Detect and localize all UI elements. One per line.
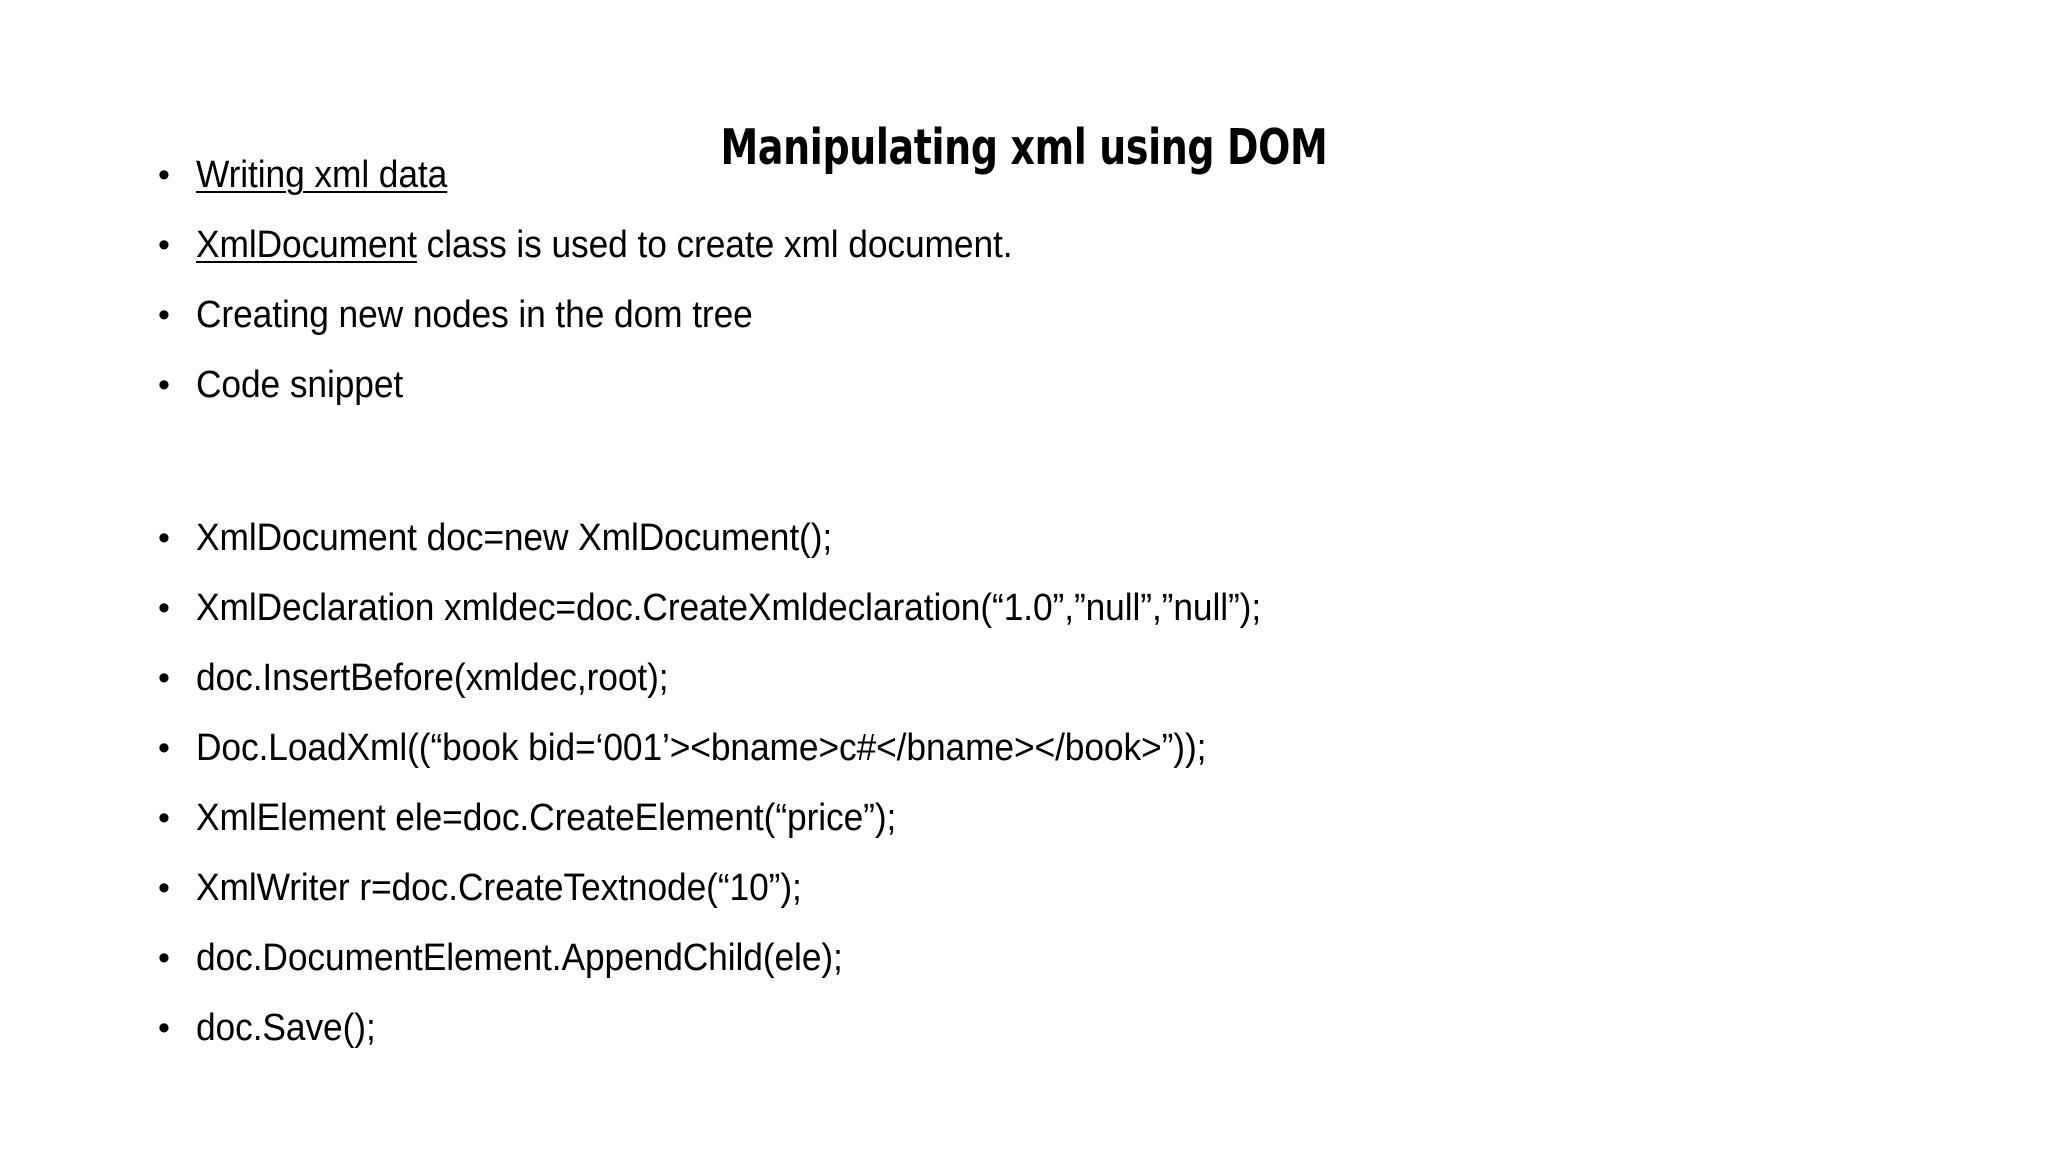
bullet-point-icon: • (158, 659, 170, 697)
bullet-point-icon: • (158, 589, 170, 627)
list-item[interactable]: • doc.InsertBefore(xmldec,root); (150, 643, 2010, 713)
bullet-point-icon: • (158, 519, 170, 557)
bullet-point-icon: • (158, 729, 170, 767)
list-item-plain-text: Creating new nodes in the dom tree (196, 294, 753, 336)
list-item[interactable]: • XmlElement ele=doc.CreateElement(“pric… (150, 783, 2010, 853)
list-item[interactable]: • XmlDeclaration xmldec=doc.CreateXmldec… (150, 573, 2010, 643)
code-line-text: XmlDeclaration xmldec=doc.CreateXmldecla… (196, 587, 1262, 629)
bullet-point-icon: • (158, 939, 170, 977)
bullet-point-icon: • (158, 226, 170, 264)
bullet-point-icon: • (158, 1009, 170, 1047)
list-item-text: Code snippet (196, 350, 403, 420)
list-item[interactable]: • XmlDocument doc=new XmlDocument(); (150, 503, 2010, 573)
list-item[interactable]: • Code snippet (150, 350, 2010, 420)
list-item[interactable]: • XmlDocument class is used to create xm… (150, 210, 2010, 280)
bullet-point-icon: • (158, 156, 170, 194)
list-item-plain-text: class is used to create xml document. (416, 224, 1013, 266)
outline-bullet-list: • Writing xml data • XmlDocument class i… (150, 140, 2010, 420)
bullet-point-icon: • (158, 869, 170, 907)
list-item[interactable]: • Doc.LoadXml((“book bid=‘001’><bname>c#… (150, 713, 2010, 783)
list-item[interactable]: • doc.DocumentElement.AppendChild(ele); (150, 923, 2010, 993)
code-line-text: XmlWriter r=doc.CreateTextnode(“10”); (196, 867, 802, 909)
list-item[interactable]: • doc.Save(); (150, 993, 2010, 1063)
code-line-text: XmlElement ele=doc.CreateElement(“price”… (196, 797, 897, 839)
list-item[interactable]: • XmlWriter r=doc.CreateTextnode(“10”); (150, 853, 2010, 923)
list-item[interactable]: • Writing xml data (150, 140, 2010, 210)
bullet-point-icon: • (158, 799, 170, 837)
code-line-text: doc.InsertBefore(xmldec,root); (196, 657, 669, 699)
list-item-underlined-text: XmlDocument (196, 224, 417, 266)
bullet-point-icon: • (158, 296, 170, 334)
list-item-underlined-text: Writing xml data (196, 154, 448, 196)
list-item-plain-text: Code snippet (196, 364, 404, 406)
list-item-text: XmlDocument class is used to create xml … (196, 210, 1013, 280)
list-item-text: Writing xml data (196, 140, 447, 210)
code-line-text: doc.DocumentElement.AppendChild(ele); (196, 937, 843, 979)
list-item[interactable]: • Creating new nodes in the dom tree (150, 280, 2010, 350)
code-bullet-list: • XmlDocument doc=new XmlDocument(); • X… (150, 503, 2010, 1063)
code-line-text: doc.Save(); (196, 1007, 376, 1049)
page-title: Manipulating xml using DOM (720, 118, 1328, 176)
code-line-text: Doc.LoadXml((“book bid=‘001’><bname>c#</… (196, 727, 1207, 769)
bullet-point-icon: • (158, 366, 170, 404)
list-item-text: Creating new nodes in the dom tree (196, 280, 753, 350)
code-line-text: XmlDocument doc=new XmlDocument(); (196, 517, 833, 559)
